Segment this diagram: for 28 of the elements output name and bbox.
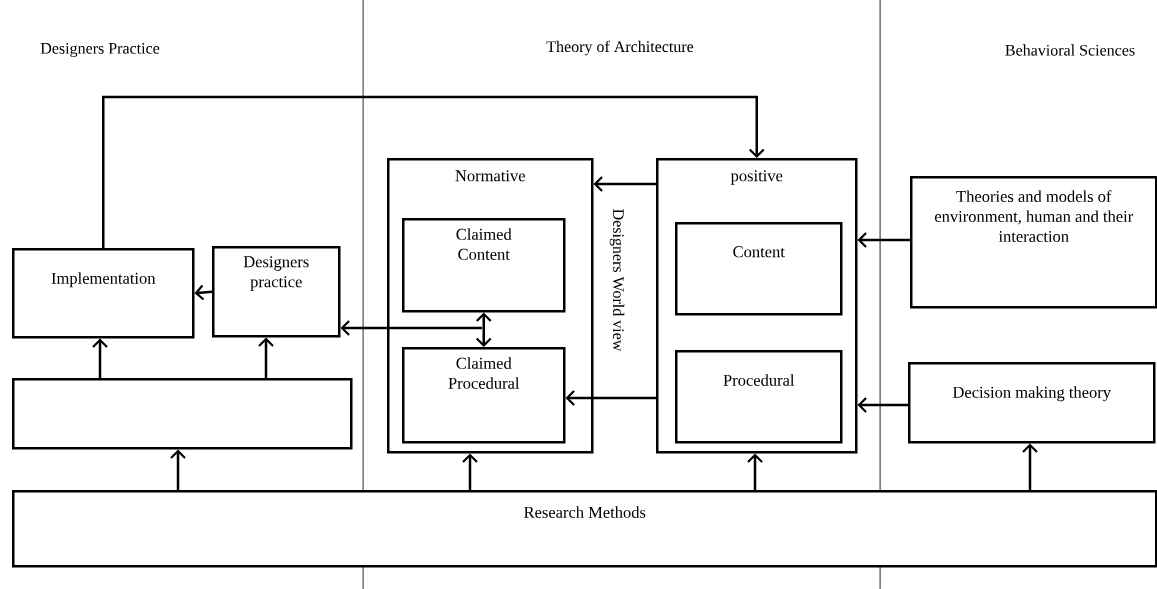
column-heading: Behavioral Sciences	[1005, 44, 1135, 56]
arrow	[102, 95, 765, 248]
arrow	[258, 337, 274, 378]
arrow	[194, 284, 213, 301]
process-box: Claimed Content	[402, 218, 566, 313]
arrow	[857, 232, 910, 248]
arrow	[857, 397, 908, 413]
process-box: Procedural	[675, 350, 843, 444]
process-box: Research Methods	[12, 490, 1157, 568]
arrow	[340, 320, 482, 336]
empty-box	[12, 378, 353, 450]
column-heading: Theory of Architecture	[546, 40, 694, 56]
process-box: Theories and models of environment, human and their interaction	[910, 176, 1157, 309]
column-heading: Designers Practice	[40, 43, 160, 57]
arrow	[92, 338, 108, 378]
process-box: Implementation	[12, 248, 195, 339]
arrow	[593, 176, 656, 192]
arrow	[565, 390, 656, 406]
arrow	[462, 453, 478, 490]
arrow	[1022, 443, 1038, 490]
process-box: Content	[675, 222, 843, 316]
process-box: Claimed Procedural	[402, 347, 566, 444]
arrow	[747, 453, 763, 490]
process-box: Designers practice	[212, 246, 341, 338]
rotated-label: Designers World view	[609, 209, 625, 352]
process-box: Decision making theory	[908, 362, 1156, 444]
arrow	[170, 449, 186, 490]
double-arrow	[476, 312, 492, 347]
